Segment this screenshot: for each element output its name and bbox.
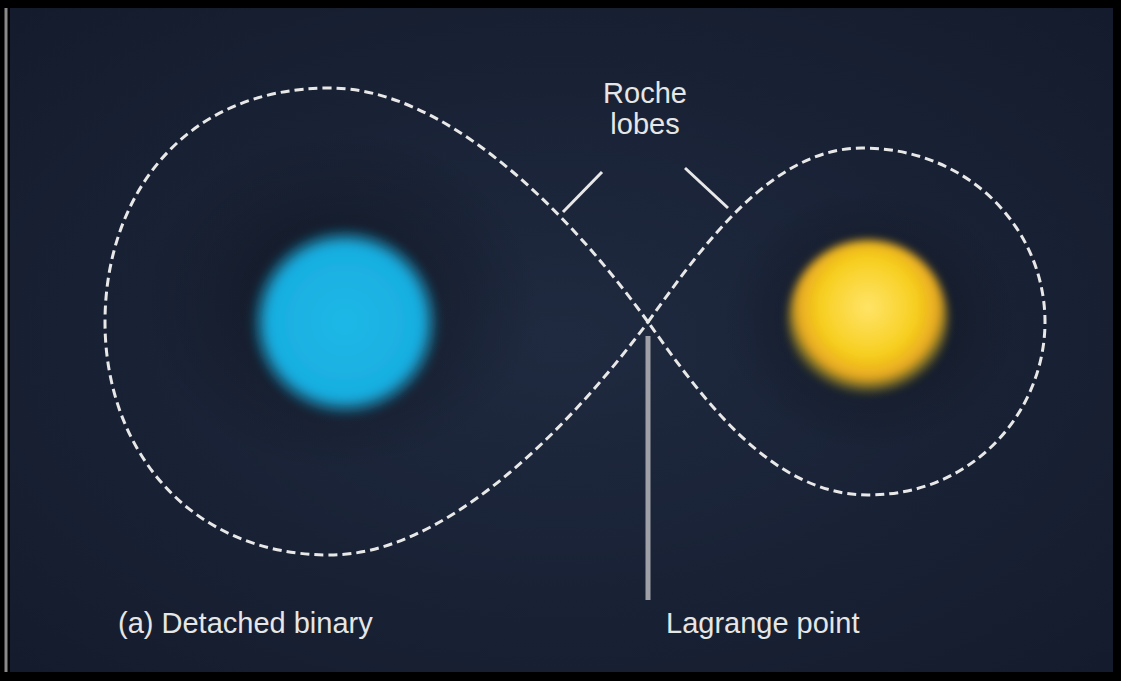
yellow-star (788, 240, 948, 400)
lobe-shade (140, 130, 540, 470)
callout-label: Lagrange point (666, 608, 860, 639)
lobe-shade (720, 190, 1020, 450)
background-panel (10, 8, 1113, 672)
roche-lobe-right (648, 148, 1045, 495)
callout-label: Roche lobes (580, 78, 710, 141)
blue-star (250, 227, 440, 417)
caption-label: (a) Detached binary (118, 608, 373, 639)
leader-line (563, 172, 602, 212)
roche-lobe-left (105, 88, 648, 555)
frame-edge (5, 8, 8, 672)
leader-line (685, 168, 728, 208)
leader-line (646, 336, 651, 600)
